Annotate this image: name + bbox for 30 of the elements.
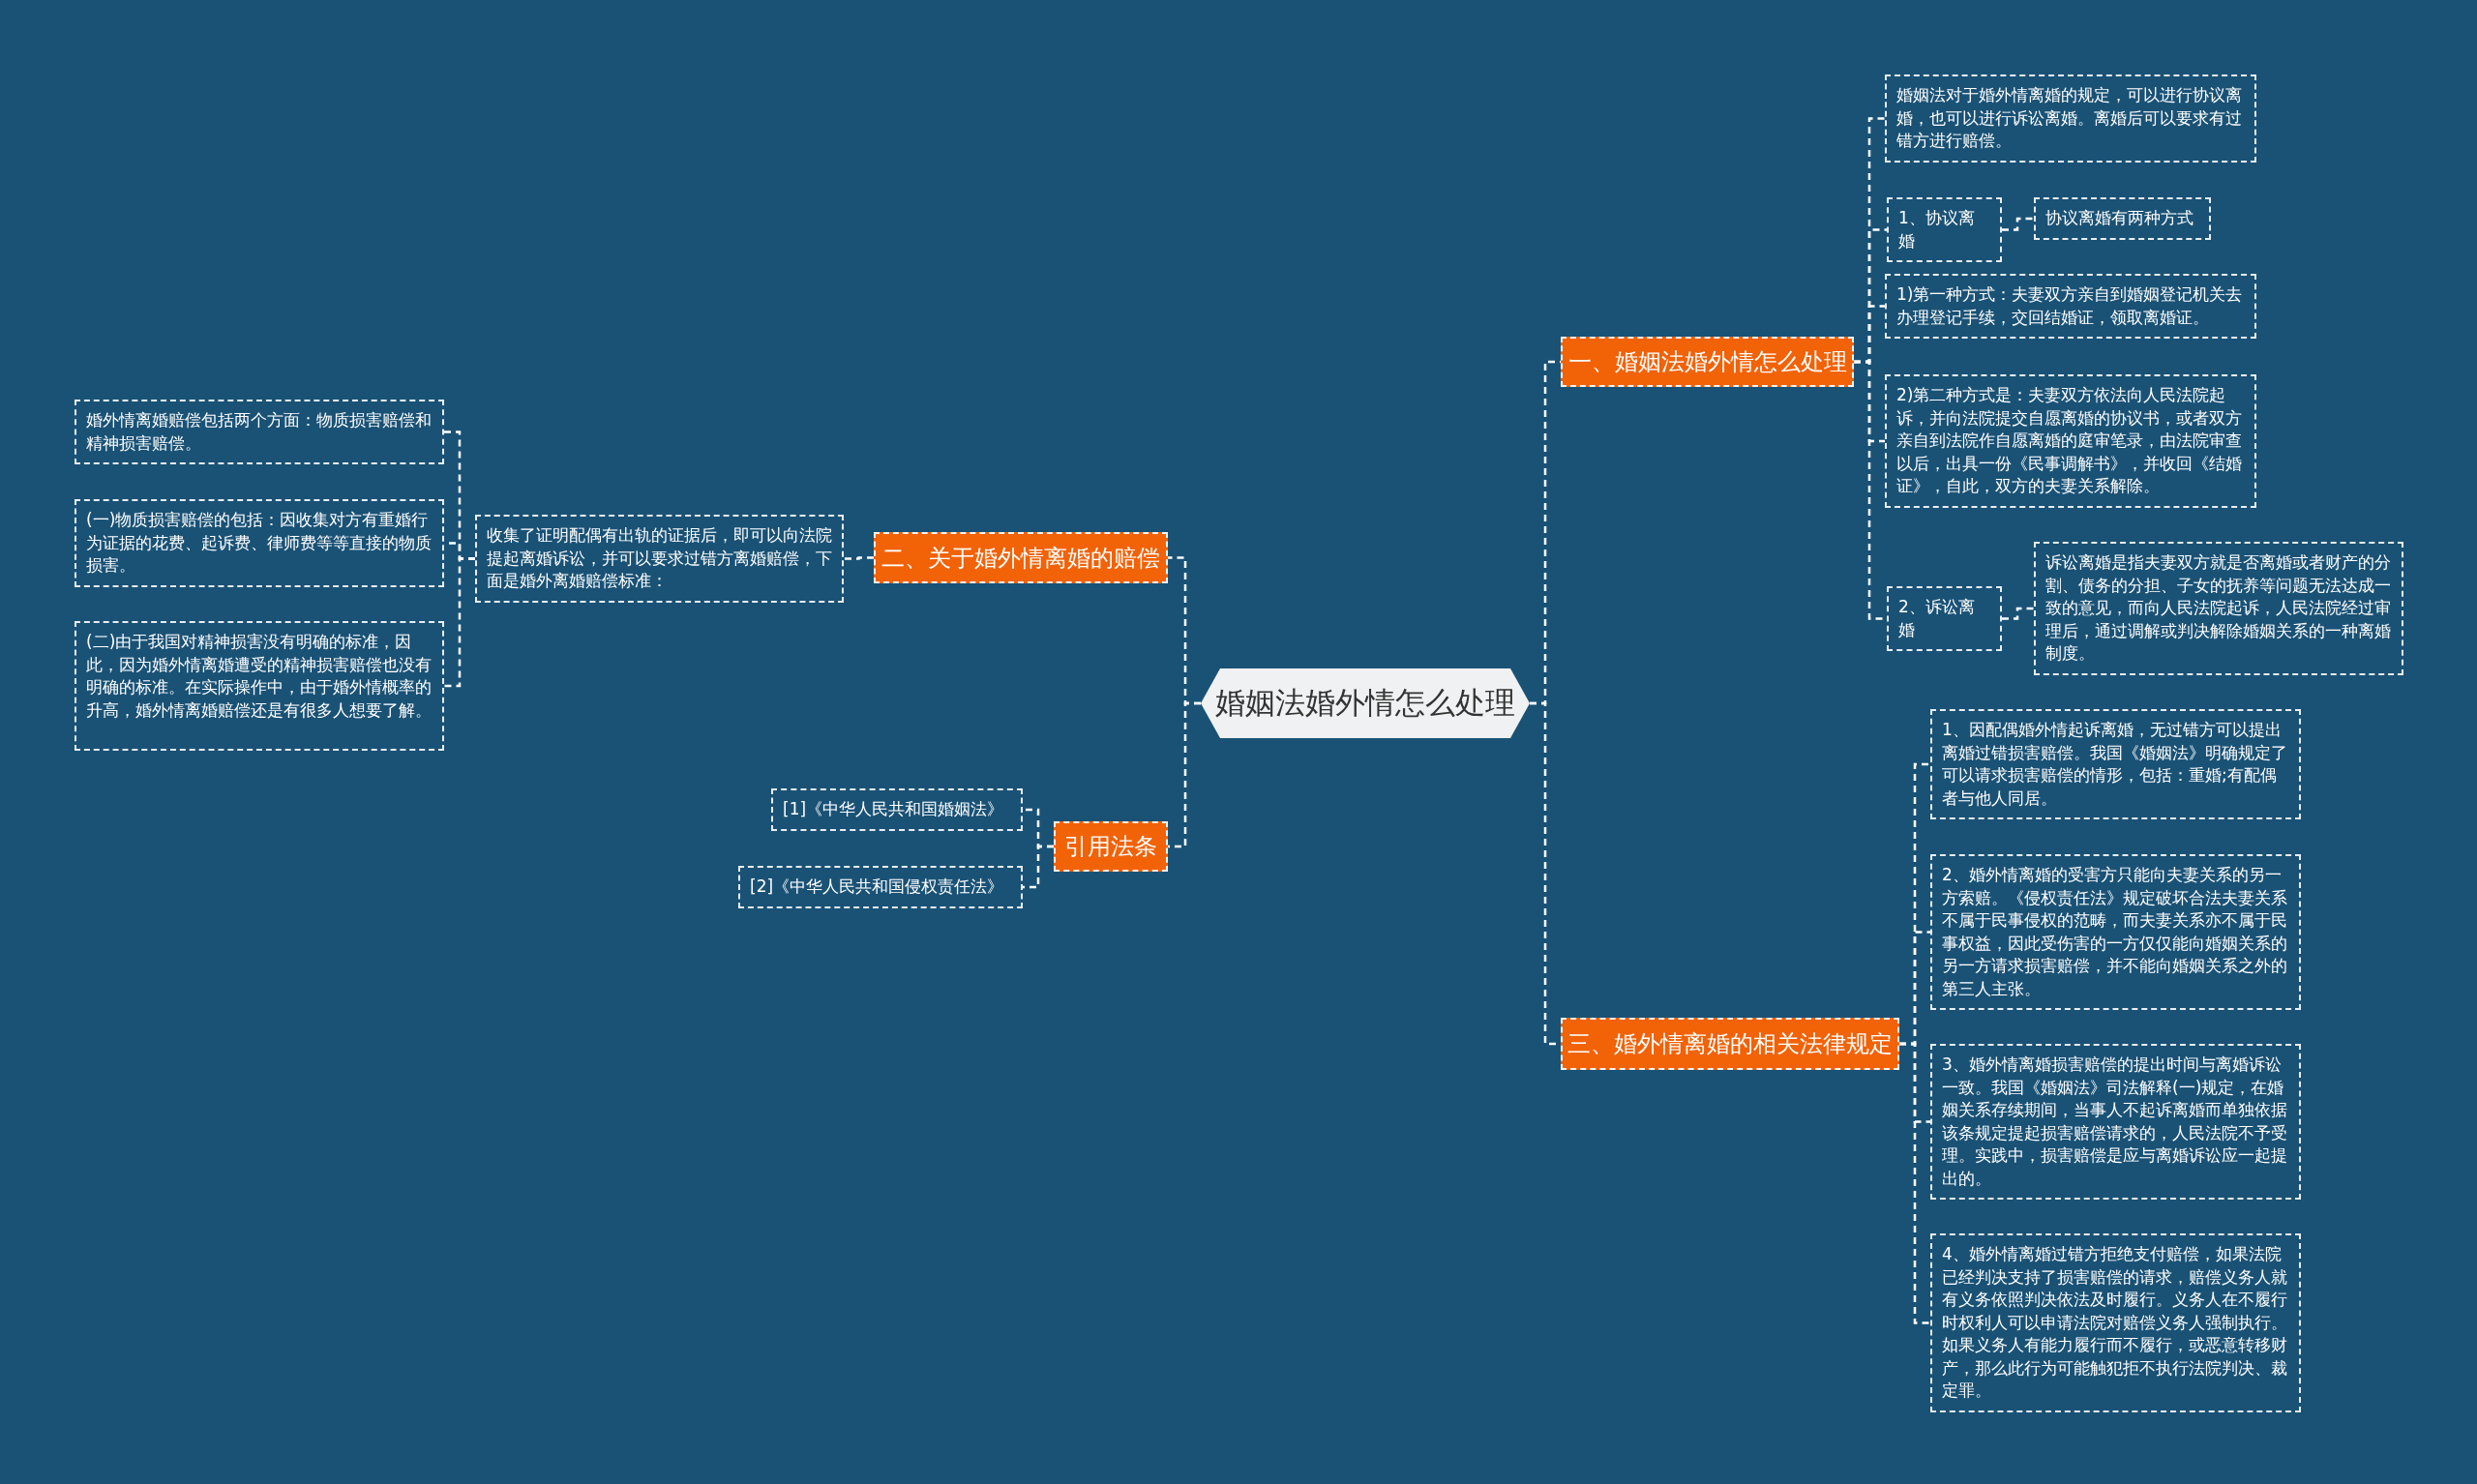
text-box: (二)由于我国对精神损害没有明确的标准，因此，因为婚外情离婚遭受的精神损害赔偿也没有明确的标准。在实际操作中，由于婚外情概率的升高，婚外情离婚赔偿还是有很多人想要了解。	[75, 621, 444, 751]
central-topic-box	[1201, 668, 1530, 738]
connector	[2002, 217, 2034, 231]
text-box: 4、婚外情离婚过错方拒绝支付赔偿，如果法院已经判决支持了损害赔偿的请求，赔偿义务人就有义务依照判决依法及时履行。义务人在不履行时权利人可以申请法院对赔偿义务人强制执行。如果义务人有能力履行而不履行，或恶意转移财产，那么此行为可能触犯拒不执行法院判决、裁定罪。	[1930, 1233, 2301, 1412]
connector	[1899, 1042, 1930, 1324]
text-box: [1]《中华人民共和国婚姻法》	[771, 788, 1023, 831]
connector	[844, 556, 874, 560]
text-box: 婚外情离婚赔偿包括两个方面：物质损害赔偿和精神损害赔偿。	[75, 400, 444, 464]
branch-topic-box: 三、婚外情离婚的相关法律规定	[1561, 1018, 1899, 1070]
connector	[2002, 607, 2034, 620]
text-box: 2)第二种方式是：夫妻双方依法向人民法院起诉，并向法院提交自愿离婚的协议书，或者双方亲自到法院作自愿离婚的庭审笔录，由法院审查以后，出具一份《民事调解书》，并收回《结婚证》，自此，双方的夫妻关系解除。	[1885, 374, 2256, 508]
text-box: 诉讼离婚是指夫妻双方就是否离婚或者财产的分割、债务的分担、子女的抚养等问题无法达成一致的意见，而向人民法院起诉，人民法院经过审理后，通过调解或判决解除婚姻关系的一种离婚制度。	[2034, 542, 2403, 675]
text-box: 收集了证明配偶有出轨的证据后，即可以向法院提起离婚诉讼，并可以要求过错方离婚赔偿，下面是婚外离婚赔偿标准：	[475, 515, 844, 603]
branch-topic-box: 二、关于婚外情离婚的赔偿	[874, 532, 1168, 583]
text-box: 1、因配偶婚外情起诉离婚，无过错方可以提出离婚过错损害赔偿。我国《婚姻法》明确规定了可以请求损害赔偿的情形，包括：重婚;有配偶者与他人同居。	[1930, 709, 2301, 819]
text-box: 2、婚外情离婚的受害方只能向夫妻关系的另一方索赔。《侵权责任法》规定破坏合法夫妻关系不属于民事侵权的范畴，而夫妻关系亦不属于民事权益，因此受伤害的一方仅仅能向婚姻关系的另一方请求损害赔偿，并不能向婚姻关系之外的第三人主张。	[1930, 854, 2301, 1010]
branch-topic-box: 引用法条	[1054, 821, 1168, 872]
text-box: 婚姻法对于婚外情离婚的规定，可以进行协议离婚，也可以进行诉讼离婚。离婚后可以要求有过错方进行赔偿。	[1885, 74, 2256, 163]
text-box: 1、协议离婚	[1887, 197, 2002, 262]
connector	[444, 557, 475, 688]
branch-topic-box: 一、婚姻法婚外情怎么处理	[1561, 337, 1854, 387]
text-box: 2、诉讼离婚	[1887, 586, 2002, 651]
connector	[1168, 701, 1201, 848]
text-box: 3、婚外情离婚损害赔偿的提出时间与离婚诉讼一致。我国《婚姻法》司法解释(一)规定，在婚姻关系存续期间，当事人不起诉离婚而单独依据该条规定提起损害赔偿请求的，人民法院不予受理。实践中，损害赔偿是应与离婚诉讼应一起提出的。	[1930, 1044, 2301, 1200]
topic-text: 婚姻法婚外情怎么处理	[1215, 684, 1515, 722]
text-box: (一)物质损害赔偿的包括：因收集对方有重婚行为证据的花费、起诉费、律师费等等直接的物质损害。	[75, 499, 444, 587]
text-box: 1)第一种方式：夫妻双方亲自到婚姻登记机关去办理登记手续，交回结婚证，领取离婚证。	[1885, 274, 2256, 339]
text-box: 协议离婚有两种方式	[2034, 197, 2211, 240]
text-box: [2]《中华人民共和国侵权责任法》	[738, 866, 1023, 908]
connector	[1023, 845, 1054, 889]
